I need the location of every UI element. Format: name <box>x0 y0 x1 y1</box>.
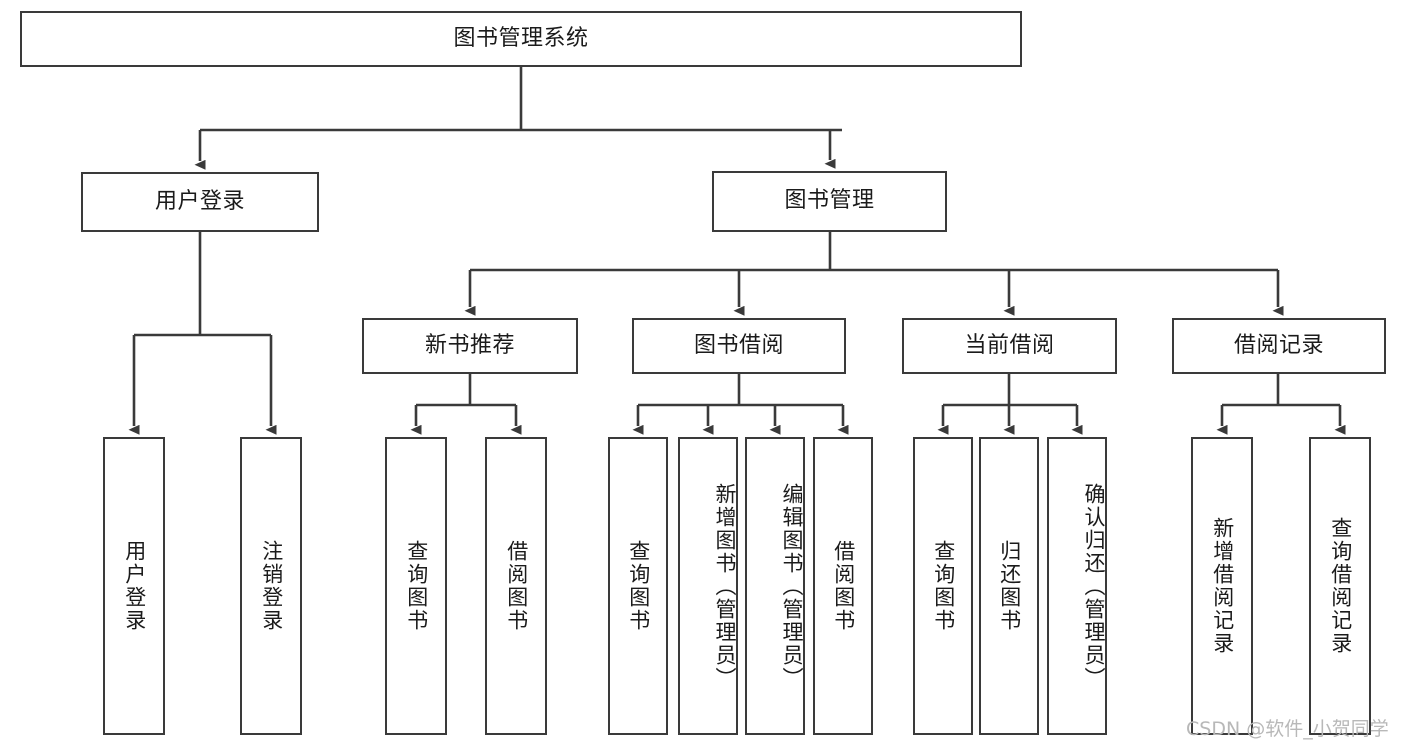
leaf-borrow-book[interactable]: 借阅图书 <box>813 437 873 735</box>
csdn-watermark: CSDN @软件_小贺同学 <box>1186 718 1389 740</box>
node-book-borrow[interactable]: 图书借阅 <box>632 318 846 374</box>
leaf-query-book-recommend[interactable]: 查询图书 <box>385 437 447 735</box>
leaf-query-book-current[interactable]: 查询图书 <box>913 437 973 735</box>
node-user-login[interactable]: 用户登录 <box>81 172 319 232</box>
leaf-user-login[interactable]: 用户登录 <box>103 437 165 735</box>
leaf-logout-login[interactable]: 注销登录 <box>240 437 302 735</box>
leaf-query-borrow-record[interactable]: 查询借阅记录 <box>1309 437 1371 735</box>
leaf-edit-book[interactable]: 编辑图书（管理员） <box>745 437 805 735</box>
node-book-manage[interactable]: 图书管理 <box>712 171 947 232</box>
leaf-add-book[interactable]: 新增图书（管理员） <box>678 437 738 735</box>
leaf-query-book-borrow[interactable]: 查询图书 <box>608 437 668 735</box>
leaf-return-book[interactable]: 归还图书 <box>979 437 1039 735</box>
leaf-confirm-return[interactable]: 确认归还（管理员） <box>1047 437 1107 735</box>
node-root-system[interactable]: 图书管理系统 <box>20 11 1022 67</box>
node-new-book-recommend[interactable]: 新书推荐 <box>362 318 578 374</box>
leaf-add-borrow-record[interactable]: 新增借阅记录 <box>1191 437 1253 735</box>
leaf-borrow-book-recommend[interactable]: 借阅图书 <box>485 437 547 735</box>
node-current-borrow[interactable]: 当前借阅 <box>902 318 1117 374</box>
node-borrow-record[interactable]: 借阅记录 <box>1172 318 1386 374</box>
